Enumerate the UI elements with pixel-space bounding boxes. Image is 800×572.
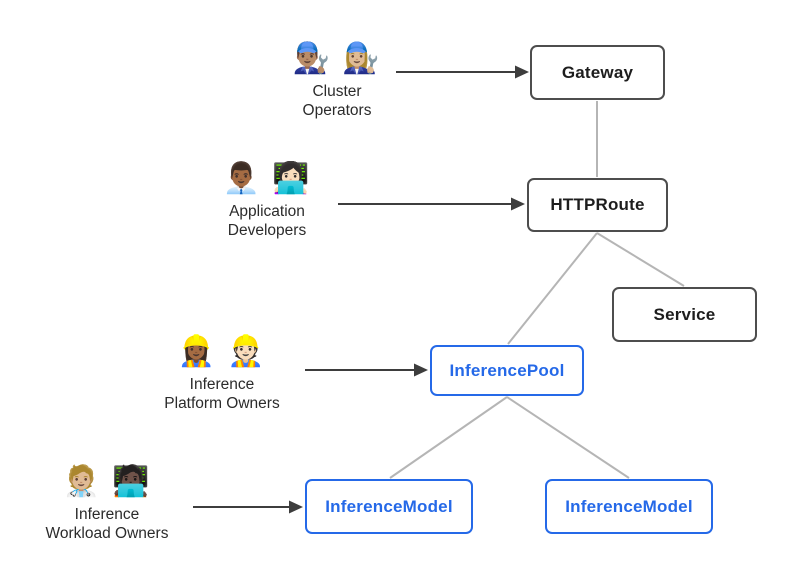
actor-application-developers: 👨🏾‍💼 👩🏻‍💻 Application Developers: [177, 158, 357, 240]
cluster-operators-emoji: 👨🏽‍🔧 👩🏼‍🔧: [292, 42, 382, 75]
edge-httproute-service: [596, 232, 685, 287]
edge-inferencepool-inferencemodel-2: [506, 396, 630, 479]
actor-label: Inference Platform Owners: [164, 376, 280, 412]
arrow-workload-owners-inferencemodel: [193, 500, 303, 514]
actor-label: Inference Workload Owners: [45, 506, 169, 542]
node-service: Service: [612, 287, 757, 342]
edge-inferencepool-inferencemodel-1: [389, 396, 508, 479]
actor-inference-workload-owners: 🧑🏼‍⚕️ 🧑🏿‍💻 Inference Workload Owners: [7, 461, 207, 543]
arrow-cluster-operators-gateway: [396, 65, 529, 79]
workload-owners-emoji: 🧑🏼‍⚕️ 🧑🏿‍💻: [62, 465, 152, 498]
actor-cluster-operators: 👨🏽‍🔧 👩🏼‍🔧 Cluster Operators: [247, 38, 427, 120]
application-developers-emoji: 👨🏾‍💼 👩🏻‍💻: [222, 162, 312, 195]
node-inferencemodel-2: InferenceModel: [545, 479, 713, 534]
platform-owners-emoji: 👷🏾‍♀️ 👷🏻: [177, 335, 267, 368]
node-inferencemodel-1: InferenceModel: [305, 479, 473, 534]
actor-label: Cluster Operators: [302, 83, 372, 119]
actor-label: Application Developers: [227, 203, 307, 239]
edge-httproute-inferencepool: [507, 232, 598, 345]
arrow-application-developers-httproute: [338, 197, 525, 211]
actor-inference-platform-owners: 👷🏾‍♀️ 👷🏻 Inference Platform Owners: [122, 331, 322, 413]
node-inferencepool: InferencePool: [430, 345, 584, 396]
node-httproute: HTTPRoute: [527, 178, 668, 232]
arrow-platform-owners-inferencepool: [305, 363, 428, 377]
node-gateway: Gateway: [530, 45, 665, 100]
